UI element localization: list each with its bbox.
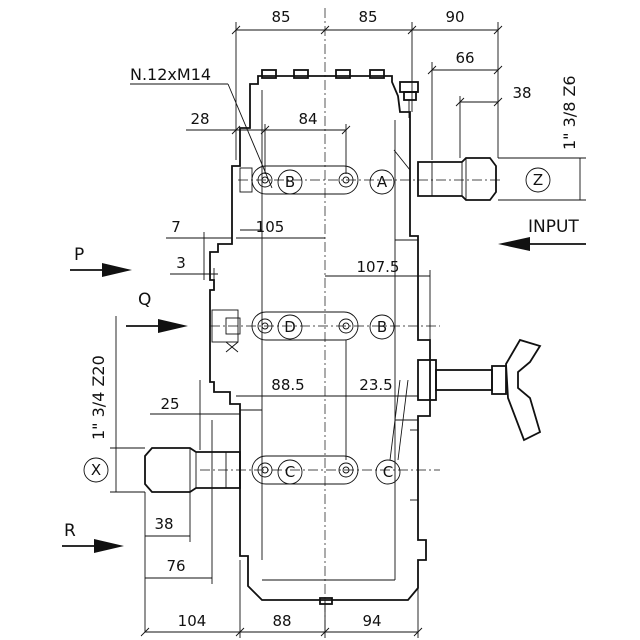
dim-84: 84 (298, 110, 317, 128)
dimension-texts: 85 85 90 66 38 28 84 105 7 3 107.5 88.5 … (154, 8, 531, 630)
input-arrow (498, 237, 586, 251)
marker-texts: B A D B C C X Z (91, 171, 543, 481)
marker-a: A (377, 173, 388, 191)
dimension-ticks (140, 25, 503, 637)
dim-38-bottom: 38 (154, 515, 173, 533)
bolt-holes (257, 172, 354, 478)
side-ports (211, 309, 241, 353)
output-shaft (144, 447, 241, 493)
dim-88-5: 88.5 (271, 376, 304, 394)
dim-105: 105 (256, 218, 285, 236)
dim-top-90: 90 (445, 8, 464, 26)
dim-bottom-94: 94 (362, 612, 381, 630)
marker-b-middle: B (377, 318, 387, 336)
dim-bottom-104: 104 (178, 612, 207, 630)
port-p-label: P (74, 245, 84, 265)
marker-c-left: C (285, 463, 295, 481)
marker-z: Z (533, 171, 543, 189)
port-q-arrow (126, 319, 188, 333)
marker-x: X (91, 461, 101, 479)
dim-66: 66 (455, 49, 474, 67)
dimension-lines (110, 22, 586, 638)
thread-x-label: 1" 3/4 Z20 (89, 355, 108, 440)
gearbox-housing (209, 69, 431, 605)
dim-3: 3 (176, 254, 186, 272)
dim-top-85-left: 85 (271, 8, 290, 26)
dim-76: 76 (166, 557, 185, 575)
dim-28: 28 (190, 110, 209, 128)
dim-23-5: 23.5 (359, 376, 392, 394)
dim-7: 7 (171, 218, 181, 236)
marker-c-right: C (383, 463, 393, 481)
port-q-label: Q (138, 290, 151, 310)
input-shaft (417, 157, 497, 201)
dim-top-85-right: 85 (358, 8, 377, 26)
port-p-arrow (70, 263, 132, 277)
shift-lever (417, 338, 542, 442)
shaft-slots (239, 165, 359, 485)
dim-107-5: 107.5 (357, 258, 400, 276)
port-r-arrow (62, 539, 124, 553)
marker-d: D (284, 318, 296, 336)
port-r-label: R (64, 521, 76, 541)
bolt-spec-label: N.12xM14 (130, 65, 211, 84)
marker-circles (83, 167, 551, 485)
marker-b-top: B (285, 173, 295, 191)
input-label: INPUT (528, 217, 579, 237)
label-texts: N.12xM14 INPUT 1" 3/8 Z6 1" 3/4 Z20 P Q … (64, 65, 579, 541)
thread-z-label: 1" 3/8 Z6 (560, 75, 579, 150)
dim-38-top: 38 (512, 84, 531, 102)
dim-25: 25 (160, 395, 179, 413)
dim-bottom-88: 88 (272, 612, 291, 630)
